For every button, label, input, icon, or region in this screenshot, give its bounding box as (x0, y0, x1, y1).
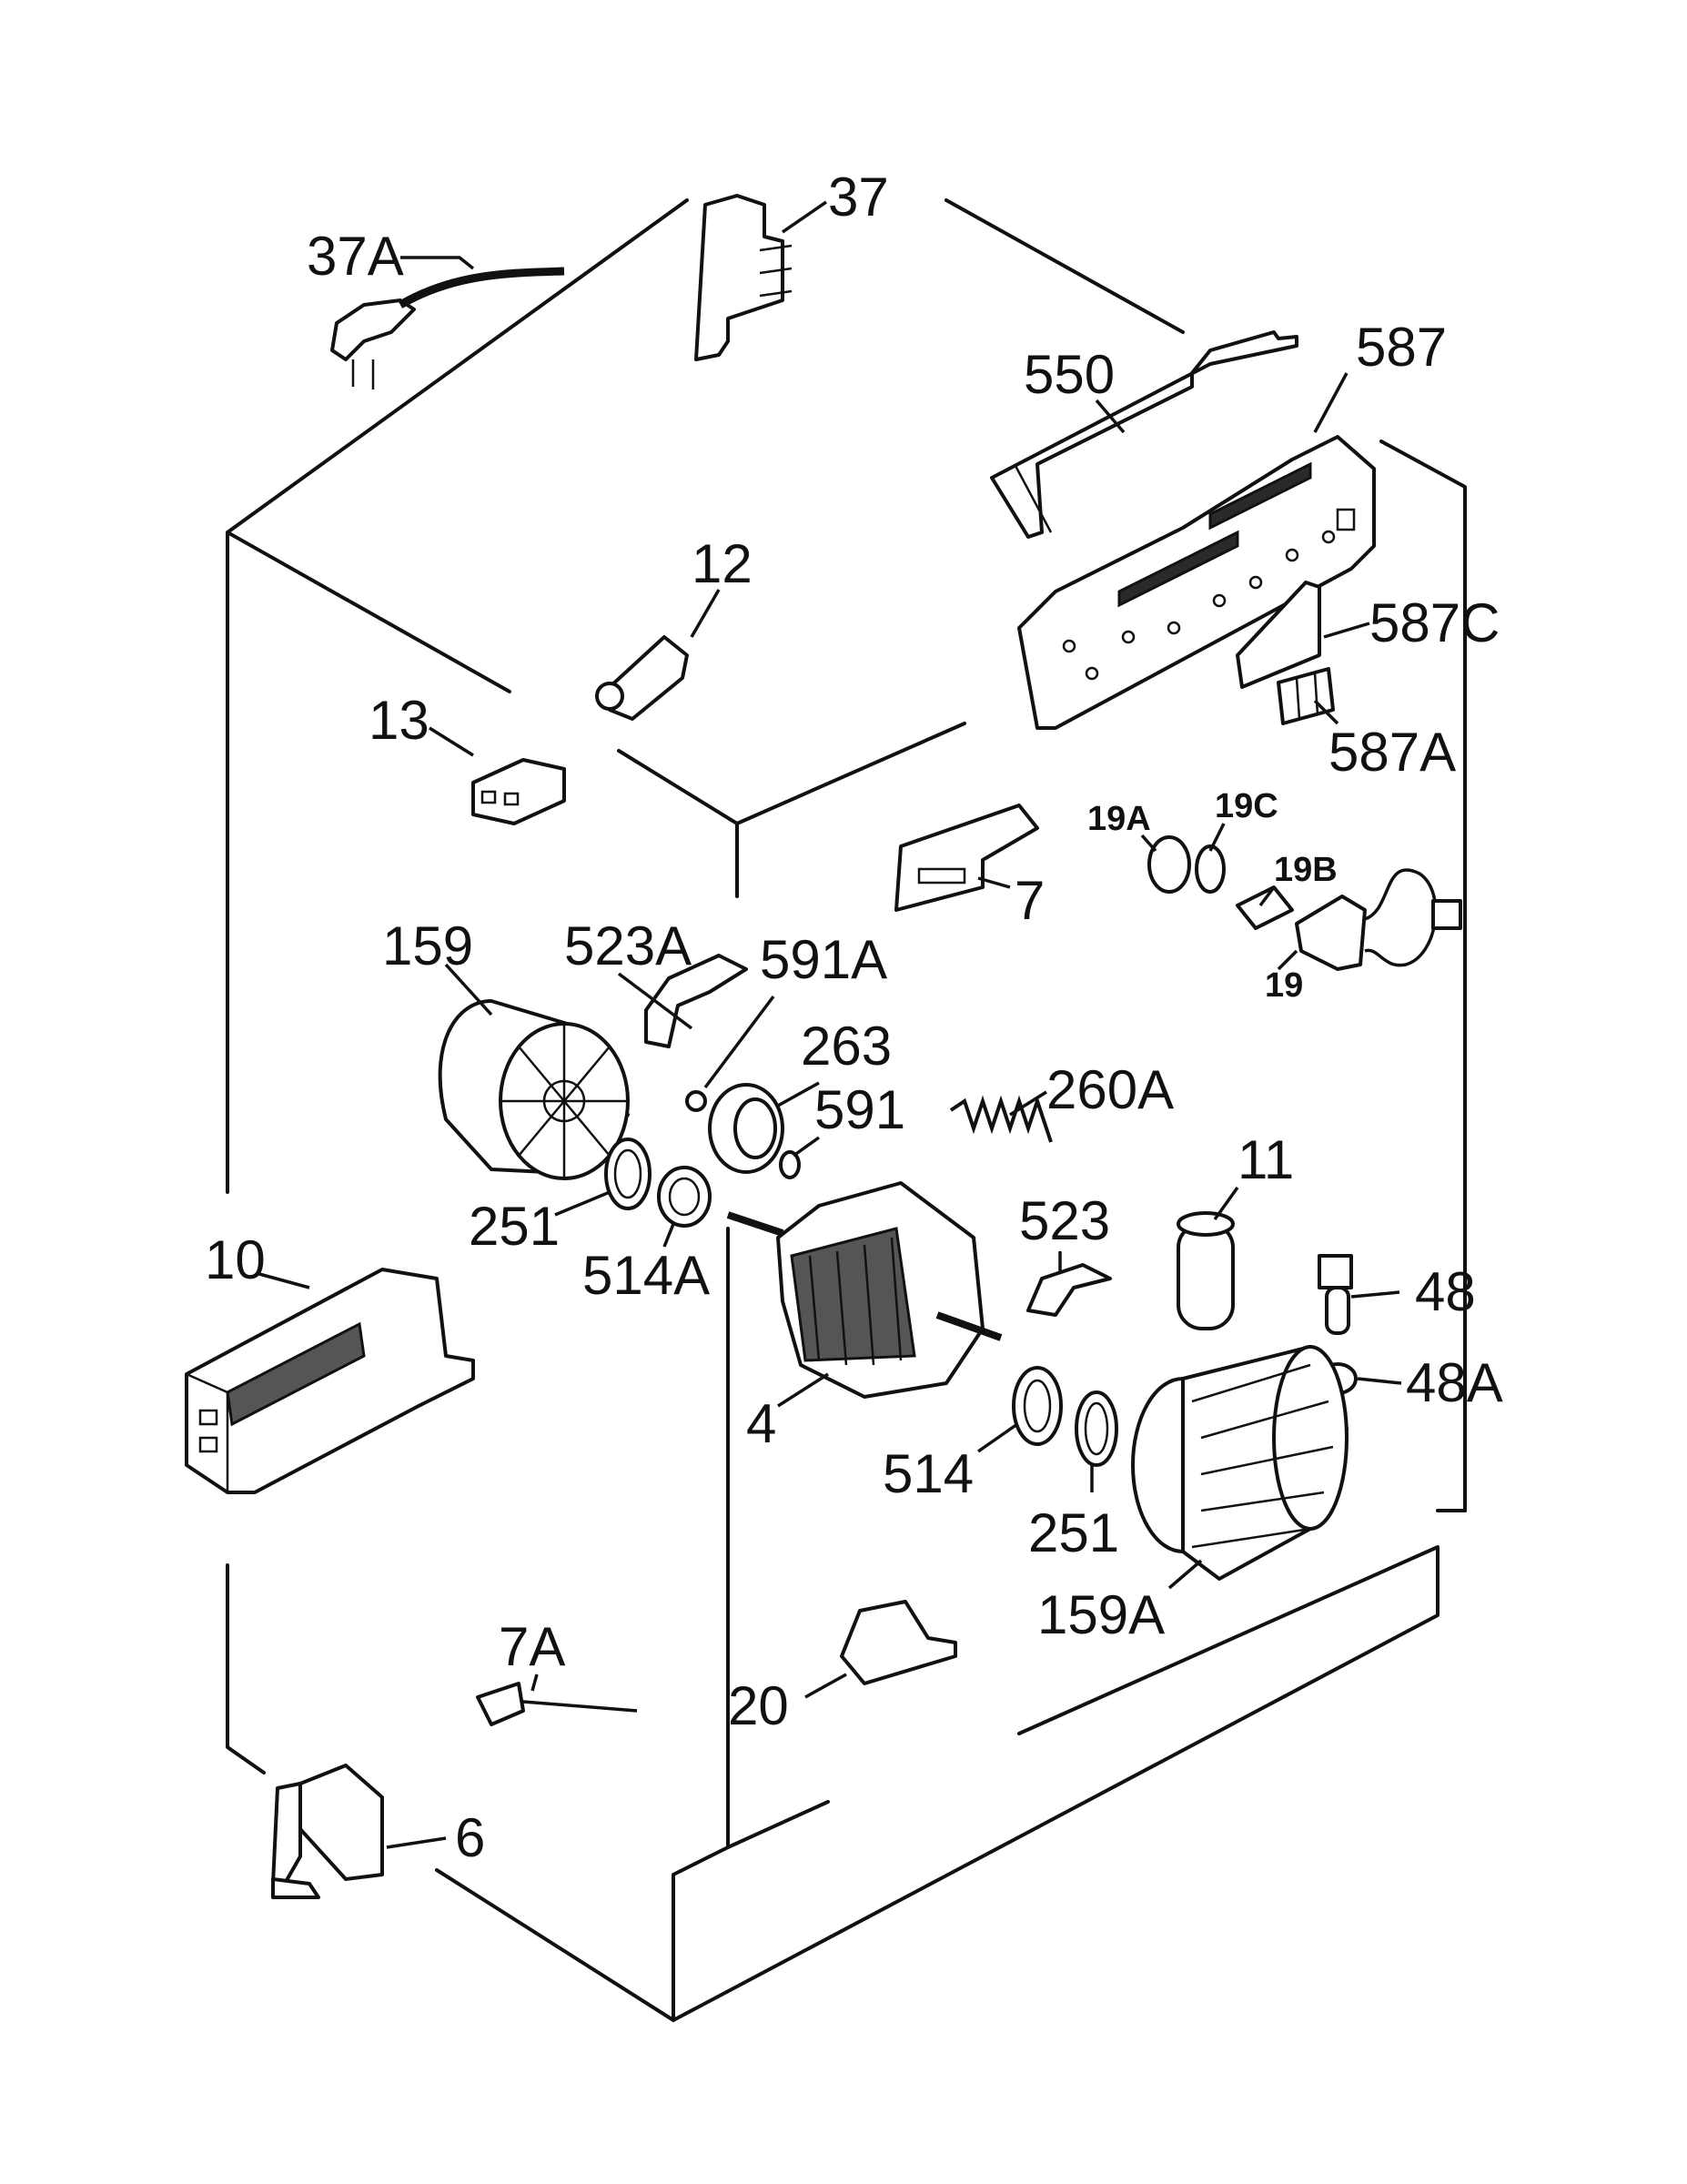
part-sub-board[interactable] (1236, 581, 1321, 689)
label-48: 48 (1415, 1261, 1476, 1322)
part-labels: 37A 37 550 587 12 587C 13 587A 19A 19C 1… (205, 167, 1503, 1868)
part-bearing-251-right[interactable] (1075, 1390, 1118, 1467)
label-7A: 7A (499, 1616, 565, 1677)
label-591: 591 (814, 1079, 905, 1140)
part-bracket-523[interactable] (1026, 1263, 1112, 1317)
leader-lines (258, 200, 1402, 1849)
part-bearing-251-left[interactable] (604, 1138, 652, 1210)
part-sensor-48[interactable] (1318, 1254, 1353, 1335)
part-door-switch[interactable] (894, 804, 1039, 912)
label-514A: 514A (582, 1245, 710, 1306)
part-clip-a[interactable] (685, 1090, 707, 1112)
part-micro-switch[interactable] (476, 1682, 638, 1726)
part-blower-fan[interactable] (1131, 1345, 1349, 1581)
label-591A: 591A (760, 929, 887, 990)
part-drum-pulley-fan[interactable] (438, 999, 630, 1180)
label-7: 7 (1015, 870, 1045, 931)
part-lamp-assembly[interactable] (1147, 835, 1462, 971)
label-19C: 19C (1215, 787, 1278, 825)
label-523A: 523A (564, 915, 692, 976)
part-capacitor-small[interactable] (595, 635, 689, 721)
part-bracket-left[interactable] (644, 954, 748, 1048)
label-11: 11 (1237, 1129, 1294, 1190)
label-19: 19 (1265, 966, 1303, 1005)
label-587A: 587A (1328, 722, 1456, 783)
label-13: 13 (369, 690, 429, 751)
cabinet-outline (226, 198, 1467, 2022)
part-bearing-514A[interactable] (657, 1166, 712, 1228)
label-523: 523 (1019, 1190, 1110, 1251)
label-19B: 19B (1274, 851, 1338, 889)
label-6: 6 (455, 1807, 485, 1868)
part-filter[interactable] (471, 758, 566, 825)
part-motor[interactable] (726, 1181, 1003, 1399)
label-550: 550 (1024, 344, 1115, 405)
label-251-left: 251 (469, 1196, 560, 1257)
part-control-board-cover[interactable] (990, 330, 1298, 539)
label-263: 263 (801, 1016, 892, 1077)
label-20: 20 (728, 1675, 789, 1736)
label-37: 37 (828, 167, 889, 228)
label-587C: 587C (1369, 592, 1500, 653)
part-control-board[interactable] (1017, 435, 1376, 730)
part-power-cord[interactable] (330, 267, 565, 389)
label-4: 4 (746, 1393, 776, 1454)
part-pulley[interactable] (708, 1083, 784, 1174)
part-pressure-switch[interactable] (840, 1600, 957, 1685)
label-260A: 260A (1046, 1059, 1174, 1120)
label-514: 514 (883, 1443, 974, 1504)
part-relay-block[interactable] (1277, 667, 1335, 725)
part-terminal-block[interactable] (694, 194, 793, 361)
part-run-capacitor[interactable] (1177, 1211, 1235, 1330)
label-10: 10 (205, 1229, 266, 1290)
part-heater-assembly[interactable] (185, 1268, 475, 1494)
part-tension-spring[interactable] (949, 1095, 1053, 1143)
label-159A: 159A (1037, 1584, 1165, 1645)
part-bearing-514[interactable] (1012, 1366, 1063, 1446)
label-48A: 48A (1406, 1352, 1503, 1413)
label-159: 159 (382, 915, 473, 976)
label-587: 587 (1356, 317, 1447, 378)
part-thermostat[interactable] (271, 1764, 384, 1899)
part-washer[interactable] (779, 1150, 801, 1179)
label-12: 12 (692, 533, 753, 594)
label-37A: 37A (307, 226, 404, 287)
label-251-right: 251 (1028, 1502, 1119, 1563)
label-19A: 19A (1087, 800, 1151, 838)
